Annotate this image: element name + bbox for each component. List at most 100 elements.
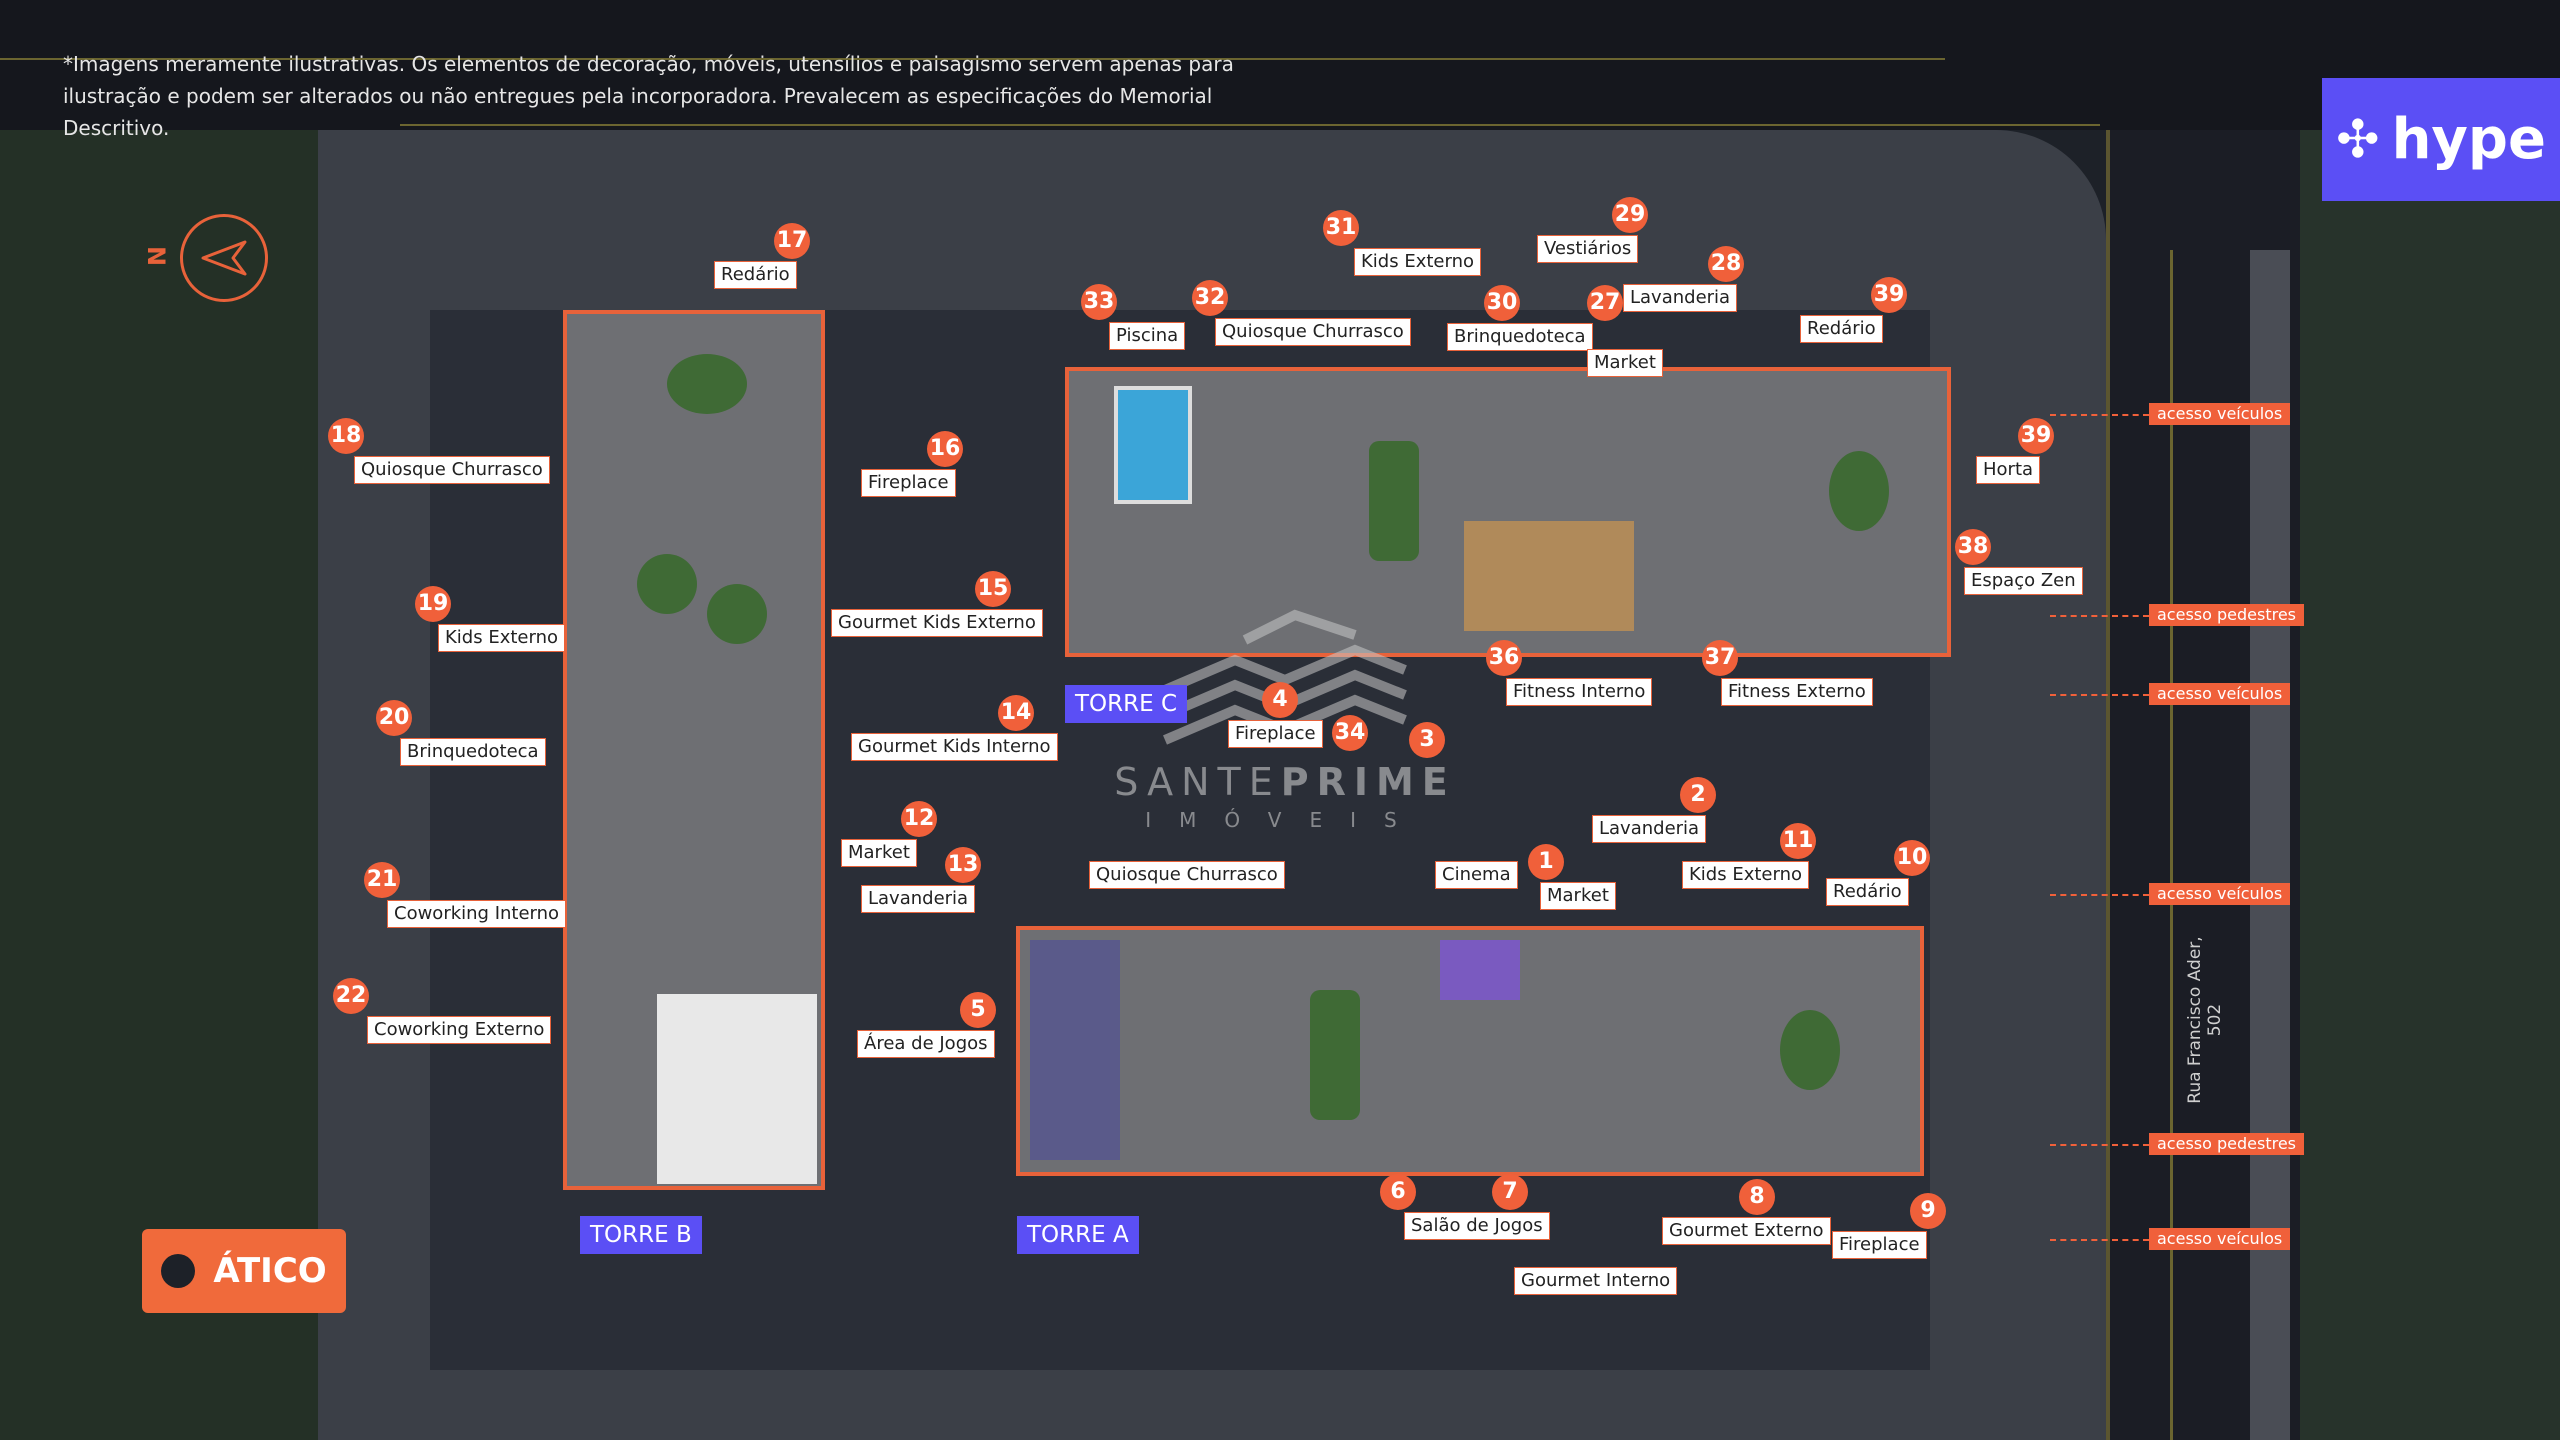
torre-c-label: TORRE C [1065, 685, 1188, 723]
watermark-name: SANTEPRIME [1114, 760, 1456, 804]
plant [1310, 990, 1360, 1120]
torre-b-building [563, 310, 825, 1190]
amenity-number-badge[interactable]: 27 [1587, 285, 1623, 321]
amenity-number-badge[interactable]: 32 [1192, 280, 1228, 316]
torre-c-building [1065, 367, 1951, 657]
amenity-number-badge[interactable]: 12 [901, 801, 937, 837]
amenity-number-badge[interactable]: 39 [2018, 418, 2054, 454]
cinema-floor [1440, 940, 1520, 1000]
access-label: acesso veículos [2149, 683, 2291, 705]
access-label: acesso veículos [2149, 1228, 2291, 1250]
amenity-label[interactable]: Brinquedoteca [400, 738, 546, 766]
amenity-number-badge[interactable]: 10 [1894, 840, 1930, 876]
divider [0, 58, 1945, 60]
amenity-label[interactable]: Fitness Interno [1506, 678, 1653, 706]
plant [637, 554, 697, 614]
amenity-number-badge[interactable]: 8 [1739, 1179, 1775, 1215]
amenity-label[interactable]: Gourmet Kids Externo [831, 609, 1043, 637]
amenity-number-badge[interactable]: 37 [1702, 640, 1738, 676]
amenity-number-badge[interactable]: 34 [1332, 715, 1368, 751]
amenity-number-badge[interactable]: 6 [1380, 1174, 1416, 1210]
amenity-number-badge[interactable]: 13 [945, 847, 981, 883]
amenity-label[interactable]: Gourmet Interno [1514, 1267, 1678, 1295]
amenity-number-badge[interactable]: 2 [1680, 777, 1716, 813]
santeprime-watermark: SANTEPRIME IMÓVEIS [1090, 600, 1480, 832]
compass-icon [180, 214, 268, 302]
pool [1114, 386, 1192, 504]
amenity-label[interactable]: Cinema [1435, 861, 1518, 889]
amenity-number-badge[interactable]: 17 [774, 223, 810, 259]
amenity-label[interactable]: Coworking Interno [387, 900, 567, 928]
amenity-number-badge[interactable]: 4 [1262, 682, 1298, 718]
amenity-label[interactable]: Gourmet Kids Interno [851, 733, 1058, 761]
plant [667, 354, 747, 414]
amenity-label[interactable]: Fireplace [1228, 720, 1323, 748]
amenity-number-badge[interactable]: 16 [927, 431, 963, 467]
amenity-number-badge[interactable]: 20 [376, 700, 412, 736]
amenity-label[interactable]: Lavanderia [1592, 815, 1707, 843]
street-center-line [2170, 250, 2173, 1440]
amenity-label[interactable]: Redário [1800, 315, 1883, 343]
amenity-label[interactable]: Redário [714, 261, 797, 289]
amenity-number-badge[interactable]: 33 [1081, 284, 1117, 320]
amenity-number-badge[interactable]: 29 [1612, 197, 1648, 233]
amenity-label[interactable]: Fitness Externo [1721, 678, 1873, 706]
amenity-label[interactable]: Vestiários [1537, 235, 1639, 263]
amenity-number-badge[interactable]: 14 [998, 695, 1034, 731]
amenity-label[interactable]: Market [1540, 882, 1616, 910]
access-dashed-line [2050, 615, 2149, 617]
amenity-number-badge[interactable]: 18 [328, 418, 364, 454]
hype-logo: ✣ hype [2322, 78, 2560, 201]
amenity-label[interactable]: Quiosque Churrasco [1089, 861, 1285, 889]
amenity-label[interactable]: Redário [1826, 878, 1909, 906]
games-floor [1030, 940, 1120, 1160]
amenity-label[interactable]: Espaço Zen [1964, 567, 2083, 595]
floor-atico-button[interactable]: ÁTICO [142, 1229, 346, 1313]
amenity-number-badge[interactable]: 31 [1323, 210, 1359, 246]
amenity-number-badge[interactable]: 28 [1708, 246, 1744, 282]
divider [400, 124, 2100, 126]
amenity-label[interactable]: Fireplace [1832, 1231, 1927, 1259]
amenity-number-badge[interactable]: 30 [1484, 285, 1520, 321]
amenity-label[interactable]: Market [1587, 349, 1663, 377]
amenity-label[interactable]: Kids Externo [1682, 861, 1809, 889]
amenity-label[interactable]: Horta [1976, 456, 2041, 484]
amenity-label[interactable]: Área de Jogos [857, 1030, 995, 1058]
street-name: Rua Francisco Ader, 502 [2185, 936, 2225, 1104]
amenity-label[interactable]: Market [841, 839, 917, 867]
amenity-label[interactable]: Quiosque Churrasco [354, 456, 550, 484]
amenity-label[interactable]: Gourmet Externo [1662, 1217, 1831, 1245]
torre-b-label: TORRE B [580, 1216, 702, 1254]
amenity-number-badge[interactable]: 9 [1910, 1193, 1946, 1229]
amenity-label[interactable]: Lavanderia [1623, 284, 1738, 312]
amenity-number-badge[interactable]: 22 [333, 978, 369, 1014]
amenity-number-badge[interactable]: 21 [364, 862, 400, 898]
amenity-label[interactable]: Kids Externo [1354, 248, 1481, 276]
access-label: acesso veículos [2149, 403, 2291, 425]
amenity-label[interactable]: Coworking Externo [367, 1016, 552, 1044]
amenity-label[interactable]: Quiosque Churrasco [1215, 318, 1411, 346]
amenity-number-badge[interactable]: 3 [1409, 722, 1445, 758]
amenity-label[interactable]: Fireplace [861, 469, 956, 497]
amenity-number-badge[interactable]: 11 [1780, 823, 1816, 859]
torre-a-building [1016, 926, 1924, 1176]
access-dashed-line [2050, 894, 2149, 896]
amenity-number-badge[interactable]: 5 [960, 992, 996, 1028]
disclaimer-text: *Imagens meramente ilustrativas. Os elem… [63, 52, 1234, 140]
amenity-label[interactable]: Kids Externo [438, 624, 565, 652]
amenity-label[interactable]: Piscina [1109, 322, 1186, 350]
amenity-number-badge[interactable]: 38 [1955, 529, 1991, 565]
amenity-number-badge[interactable]: 19 [415, 586, 451, 622]
amenity-label[interactable]: Brinquedoteca [1447, 323, 1593, 351]
amenity-number-badge[interactable]: 1 [1528, 844, 1564, 880]
plant [1829, 451, 1889, 531]
amenity-number-badge[interactable]: 39 [1871, 277, 1907, 313]
access-label: acesso pedestres [2149, 604, 2305, 626]
amenity-label[interactable]: Lavanderia [861, 885, 976, 913]
amenity-label[interactable]: Salão de Jogos [1404, 1212, 1550, 1240]
amenity-number-badge[interactable]: 7 [1492, 1174, 1528, 1210]
amenity-number-badge[interactable]: 15 [975, 571, 1011, 607]
grass-area [2294, 130, 2560, 1440]
plant [707, 584, 767, 644]
amenity-number-badge[interactable]: 36 [1486, 640, 1522, 676]
